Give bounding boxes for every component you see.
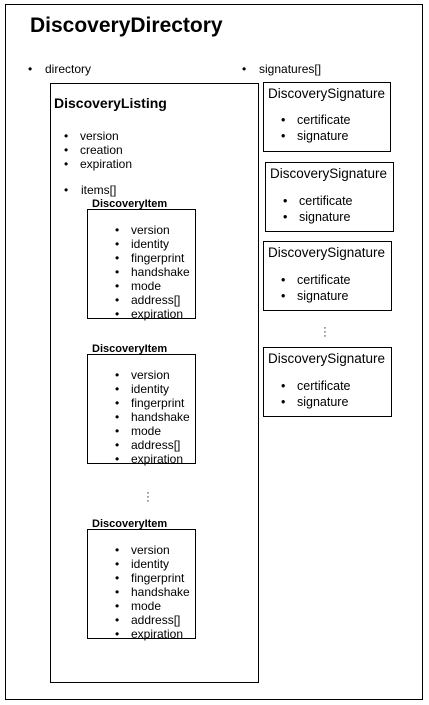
item-field: fingerprint [115,396,190,410]
listing-field: expiration [64,157,132,171]
signature-field: signature [283,209,353,225]
item-field: handshake [115,585,190,599]
discovery-item-field-list: version identity fingerprint handshake m… [115,223,190,321]
signature-field-list: certificate signature [281,272,351,304]
listing-field: creation [64,143,132,157]
discovery-listing-title: DiscoveryListing [54,95,167,111]
item-field: mode [115,599,190,613]
item-field: identity [115,382,190,396]
signature-field-list: certificate signature [281,112,351,144]
discovery-signature-title: DiscoverySignature [268,245,386,260]
item-field: expiration [115,307,190,321]
signature-field: signature [281,288,351,304]
signature-field: certificate [281,378,351,394]
signatures-label: signatures[] [242,62,321,76]
discovery-item-field-list: version identity fingerprint handshake m… [115,543,190,641]
discovery-item-field-list: version identity fingerprint handshake m… [115,368,190,466]
items-ellipsis: ··· [146,487,150,507]
page-title: DiscoveryDirectory [30,14,223,37]
discovery-item-title: DiscoveryItem [92,198,168,210]
item-field: address[] [115,293,190,307]
discovery-item-title: DiscoveryItem [92,343,168,355]
item-field: fingerprint [115,571,190,585]
signature-field-list: certificate signature [281,378,351,410]
signature-field: signature [281,394,351,410]
signature-field-list: certificate signature [283,193,353,225]
directory-frame [5,4,423,700]
item-field: mode [115,279,190,293]
item-field: identity [115,237,190,251]
signatures-ellipsis: ··· [323,322,327,342]
item-field: address[] [115,438,190,452]
item-field: fingerprint [115,251,190,265]
listing-field: version [64,129,132,143]
signature-field: certificate [281,112,351,128]
discovery-item-title: DiscoveryItem [92,518,168,530]
signature-field: signature [281,128,351,144]
item-field: handshake [115,265,190,279]
listing-field-list: version creation expiration [64,129,132,171]
discovery-signature-title: DiscoverySignature [268,351,386,366]
item-field: address[] [115,613,190,627]
item-field: version [115,543,190,557]
signature-field: certificate [283,193,353,209]
item-field: version [115,368,190,382]
items-label: items[] [64,183,116,197]
item-field: handshake [115,410,190,424]
discovery-signature-title: DiscoverySignature [268,86,386,101]
item-field: expiration [115,452,190,466]
signature-field: certificate [281,272,351,288]
item-field: version [115,223,190,237]
item-field: mode [115,424,190,438]
directory-label: directory [28,62,91,76]
item-field: expiration [115,627,190,641]
discovery-signature-title: DiscoverySignature [270,166,388,181]
item-field: identity [115,557,190,571]
